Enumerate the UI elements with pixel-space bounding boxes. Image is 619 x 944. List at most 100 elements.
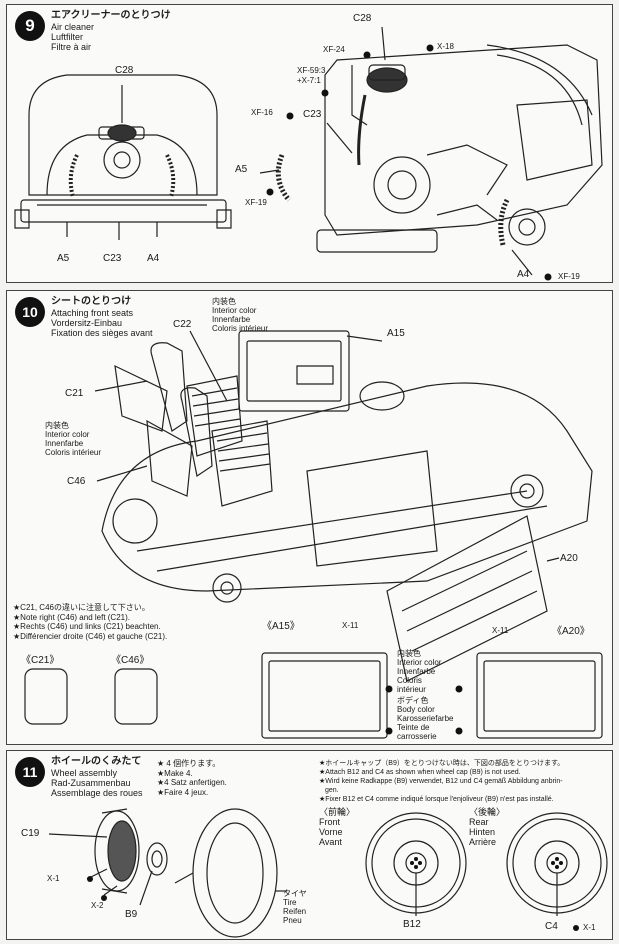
label-a4-right: A4	[517, 269, 530, 280]
door-body-jp: ボディ色	[397, 696, 429, 705]
tire-de: Reifen	[283, 907, 307, 916]
color-note-top-de: Innenfarbe	[212, 315, 251, 324]
label-xf19-left: XF-19	[245, 198, 267, 207]
interior-color-note-top: 内装色 Interior color Innenfarbe Coloris in…	[212, 297, 268, 333]
cap-note-jp: ★ホイールキャップ（B9）をとりつけない時は、下図の部品をとりつけます。	[319, 760, 565, 767]
color-note-top-jp: 内装色	[212, 297, 236, 306]
door-body-fr1: Teinte de	[397, 723, 430, 732]
seat-note-fr: ★Différencier droite (C46) et gauche (C2…	[13, 631, 168, 641]
label-x1-left: X-1	[47, 874, 60, 883]
door-interior-de: Innenfarbe	[397, 667, 436, 676]
door-interior-en: Interior color	[397, 658, 442, 667]
step-11-number: 11	[15, 757, 45, 787]
door-body-en: Body color	[397, 705, 435, 714]
label-x11-left: X-11	[342, 621, 359, 630]
door-label-a15: 《A15》	[262, 621, 300, 632]
door-interior-color: 内装色 Interior color Innenfarbe Coloris in…	[397, 649, 441, 694]
front-label: 〈前輪〉 Front Vorne Avant	[319, 807, 355, 847]
label-c23-left: C23	[103, 253, 122, 264]
front-de: Vorne	[319, 827, 343, 837]
step-10-title-jp: シートのとりつけ	[51, 296, 132, 307]
make-note-jp: ★ 4 個作ります。	[157, 759, 221, 768]
step-11-title-en: Wheel assembly	[51, 768, 118, 778]
label-c19: C19	[21, 828, 40, 839]
door-body-de: Karosseriefarbe	[397, 714, 454, 723]
label-x7: +X-7:1	[297, 76, 321, 85]
door-body-color: ボディ色 Body color Karosseriefarbe Teinte d…	[397, 696, 453, 741]
color-note-left-en: Interior color	[45, 430, 90, 439]
front-en: Front	[319, 817, 341, 827]
step-9-title-jp: エアクリーナーのとりつけ	[51, 10, 171, 21]
label-c21: C21	[65, 388, 84, 399]
label-xf16: XF-16	[251, 108, 273, 117]
door-interior-fr1: Coloris	[397, 676, 422, 685]
make-notes: ★ 4 個作ります。 ★Make 4. ★4 Satz anfertigen. …	[157, 759, 227, 797]
cap-note-fr: ★Fixer B12 et C4 comme indiqué lorsque l…	[319, 796, 554, 803]
label-c28-left: C28	[115, 65, 134, 76]
tire-jp: タイヤ	[283, 889, 307, 898]
label-a5-left: A5	[57, 253, 70, 264]
color-note-left-de: Innenfarbe	[45, 439, 84, 448]
step-9-illustration	[7, 5, 614, 281]
label-xf24: XF-24	[323, 45, 345, 54]
step-11-title: ホイールのくみたて Wheel assembly Rad-Zusammenbau…	[51, 756, 143, 799]
make-note-en: ★Make 4.	[157, 768, 193, 778]
label-b12: B12	[403, 919, 421, 930]
cap-note-de: ★Wird keine Radkappe (B9) verwendet, B12…	[319, 778, 563, 785]
step-11-title-de: Rad-Zusammenbau	[51, 778, 131, 788]
step-10-title-fr: Fixation des sièges avant	[51, 328, 153, 338]
make-note-de: ★4 Satz anfertigen.	[157, 778, 227, 787]
rear-label: 〈後輪〉 Rear Hinten Arrière	[469, 807, 505, 847]
color-note-top-fr: Coloris intérieur	[212, 324, 269, 333]
rear-fr: Arrière	[469, 837, 497, 847]
tire-fr: Pneu	[283, 916, 302, 925]
label-c22: C22	[173, 319, 192, 330]
step-10-illustration	[7, 291, 614, 746]
step-11-illustration	[7, 751, 614, 941]
door-label-a20: 《A20》	[552, 626, 590, 637]
cap-notes: ★ホイールキャップ（B9）をとりつけない時は、下図の部品をとりつけます。 ★At…	[319, 759, 564, 804]
step-9-number: 9	[15, 11, 45, 41]
tire-en: Tire	[283, 898, 297, 907]
label-x2: X-2	[91, 901, 104, 910]
rear-en: Rear	[469, 817, 489, 827]
seat-note-de: ★Rechts (C46) und links (C21) beachten.	[13, 622, 161, 631]
seat-label-c46: 《C46》	[111, 655, 150, 666]
door-body-fr2: carrosserie	[397, 732, 437, 741]
label-x1-right: X-1	[583, 923, 596, 932]
rear-jp: 〈後輪〉	[469, 807, 506, 817]
step-9-title-fr: Filtre à air	[51, 42, 92, 52]
label-c4: C4	[545, 921, 558, 932]
label-x11-right: X-11	[492, 626, 509, 635]
cap-note-en: ★Attach B12 and C4 as shown when wheel c…	[319, 769, 521, 776]
interior-color-note-left: 内装色 Interior color Innenfarbe Coloris in…	[45, 421, 101, 457]
color-note-left-jp: 内装色	[45, 421, 69, 430]
step-9-panel: 9 エアクリーナーのとりつけ Air cleaner Luftfilter Fi…	[6, 4, 613, 283]
step-10-number: 10	[15, 297, 45, 327]
seat-label-c21: 《C21》	[21, 655, 60, 666]
door-interior-fr2: intérieur	[397, 685, 426, 694]
cap-note-de-cont: gen.	[325, 787, 339, 794]
label-c46: C46	[67, 476, 86, 487]
step-11-panel: 11 ホイールのくみたて Wheel assembly Rad-Zusammen…	[6, 750, 613, 940]
label-xf59: XF-59:3	[297, 66, 326, 75]
make-note-fr: ★Faire 4 jeux.	[157, 787, 209, 797]
color-note-top-en: Interior color	[212, 306, 257, 315]
step-11-title-fr: Assemblage des roues	[51, 788, 143, 798]
label-b9: B9	[125, 909, 138, 920]
label-x18: X-18	[437, 42, 454, 51]
seat-notes: ★C21, C46の違いに注意して下さい。 ★Note right (C46) …	[13, 603, 167, 641]
step-9-title-de: Luftfilter	[51, 32, 84, 42]
step-11-title-jp: ホイールのくみたて	[51, 756, 142, 767]
label-c28-right: C28	[353, 13, 372, 24]
seat-note-en: ★Note right (C46) and left (C21).	[13, 612, 130, 622]
front-jp: 〈前輪〉	[319, 807, 356, 817]
door-interior-jp: 内装色	[397, 649, 421, 658]
label-a5-right: A5	[235, 164, 248, 175]
color-note-left-fr: Coloris intérieur	[45, 448, 102, 457]
label-c23-right: C23	[303, 109, 322, 120]
tire-label: タイヤ Tire Reifen Pneu	[283, 889, 307, 925]
step-9-title-en: Air cleaner	[51, 22, 95, 32]
front-fr: Avant	[319, 837, 342, 847]
label-a15: A15	[387, 328, 405, 339]
